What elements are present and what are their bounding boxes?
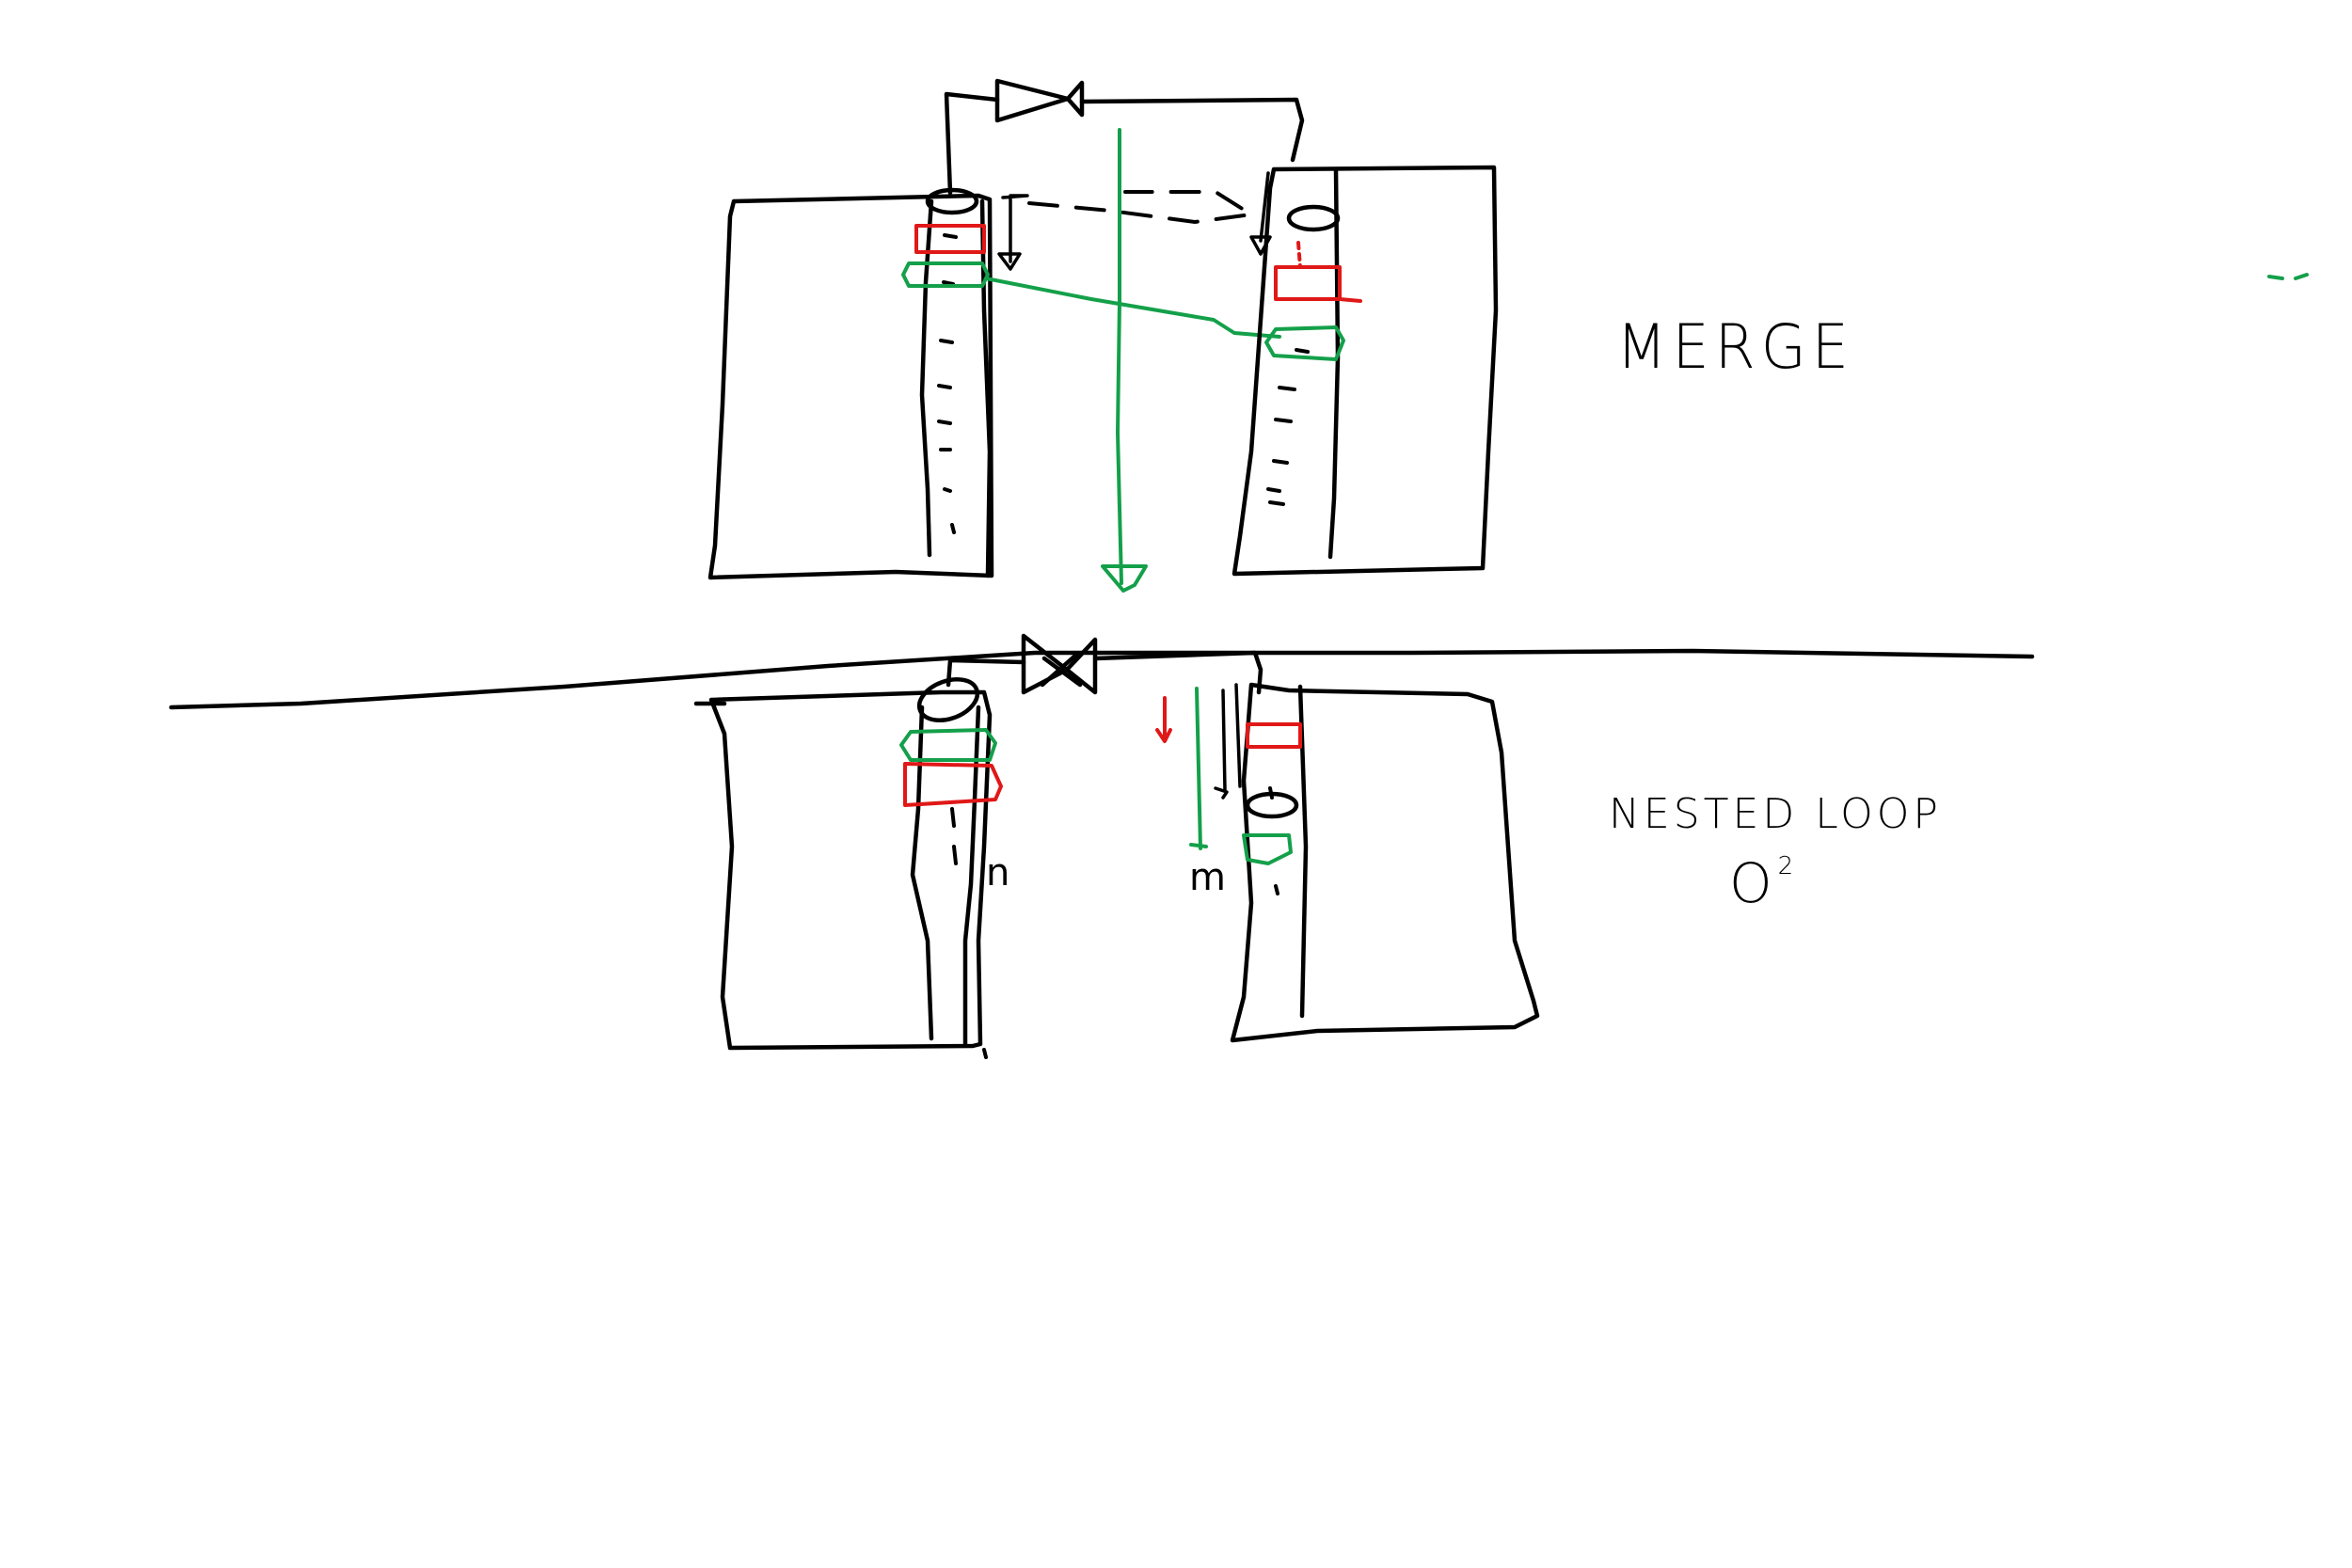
merge-left-column-edge (979, 198, 993, 578)
complexity-exponent: 2 (1777, 851, 1800, 880)
nested-loop-diagram (693, 633, 1540, 1059)
label-merge: MERGE (1616, 310, 1854, 383)
merge-match-line (984, 277, 1281, 339)
nested-left-red-pointer (903, 762, 1003, 807)
label-nested-loop: NESTED LOOP (1609, 790, 1942, 838)
nested-left-column-ticks (950, 807, 988, 1059)
nested-left-table (708, 689, 993, 1051)
merge-left-column-ticks (937, 233, 958, 534)
nested-connector-right (1092, 650, 1263, 695)
arrow-down-icon (1249, 171, 1272, 256)
nested-left-column-edge (962, 705, 981, 1047)
nested-left-column-edge (910, 705, 934, 1041)
red-arrow-down-icon (1155, 696, 1172, 743)
merge-right-green-pointer (1264, 325, 1345, 361)
merge-compare-dashes (1027, 190, 1257, 225)
label-inner-length: m (1189, 856, 1232, 899)
complexity-symbol: O (1729, 851, 1778, 915)
merge-left-column-edge (919, 198, 934, 558)
merge-right-table (1232, 165, 1499, 577)
nested-right-red-pointer (1246, 722, 1302, 749)
merge-right-column-ticks (1266, 348, 1310, 506)
section-divider (168, 648, 2035, 710)
merge-connector-left (944, 91, 1000, 196)
nested-green-scan-line (1189, 687, 1208, 850)
nested-inner-line (1234, 683, 1242, 788)
merge-output-line (1116, 128, 1123, 585)
bowtie-join-icon-filled (1021, 633, 1098, 695)
nested-right-green-pointer (1242, 833, 1293, 865)
merge-right-column-edge (1327, 166, 1341, 560)
merge-diagram (707, 78, 1499, 593)
label-complexity: O2 (1729, 851, 1799, 915)
nested-left-green-pointer (899, 728, 997, 762)
merge-left-column-top (925, 187, 979, 215)
nested-connector-left (946, 657, 1026, 688)
arrow-down-icon (997, 194, 1029, 271)
merge-connector-right (1079, 97, 1305, 163)
merge-left-green-pointer (901, 261, 990, 288)
merge-output-arrowhead (1101, 564, 1148, 593)
merge-left-table (707, 193, 994, 580)
nested-inner-line (1214, 689, 1229, 800)
bowtie-join-icon (994, 78, 1085, 123)
nested-left-column-top (916, 677, 980, 722)
nested-right-column-ticks (1268, 786, 1279, 895)
nested-right-table (1230, 682, 1540, 1043)
merge-right-red-pointer (1274, 265, 1342, 301)
merge-right-red-pointer (1338, 297, 1362, 303)
merge-right-column-top (1286, 204, 1341, 232)
merge-left-red-pointer (914, 224, 986, 254)
label-outer-length: n (986, 851, 1016, 895)
stray-mark (2267, 273, 2309, 280)
